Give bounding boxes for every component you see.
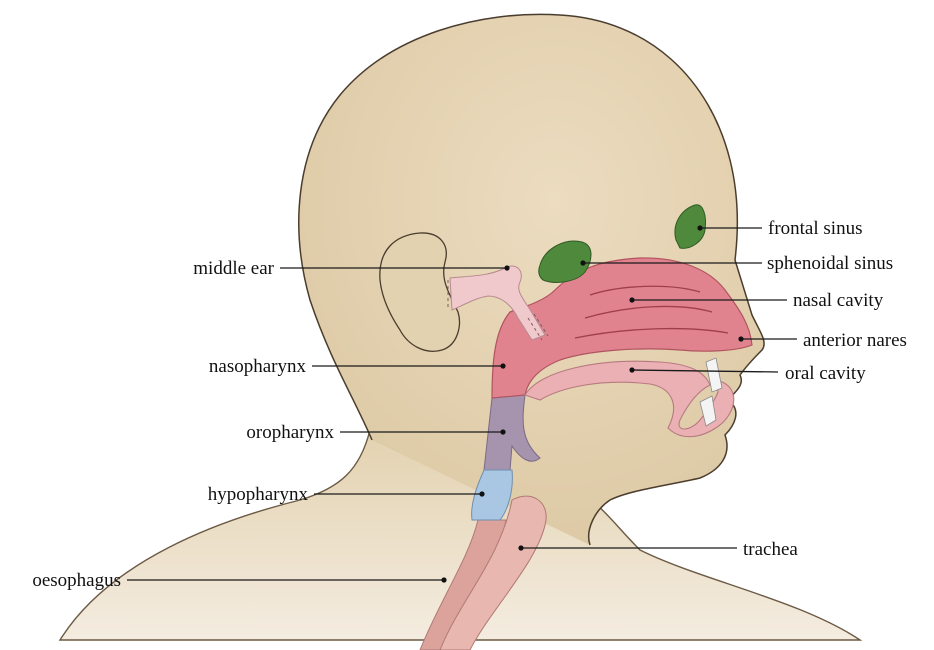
oral-cavity-dot: [629, 367, 634, 372]
nasal-cavity-dot: [629, 297, 634, 302]
trachea-label: trachea: [743, 539, 798, 560]
anterior-nares-dot: [738, 336, 743, 341]
frontal-sinus-dot: [697, 225, 702, 230]
oesophagus-dot: [441, 577, 446, 582]
oral-cavity-label: oral cavity: [785, 363, 866, 384]
nasal-cavity-label: nasal cavity: [793, 290, 884, 311]
oropharynx-label: oropharynx: [246, 422, 334, 443]
sphenoidal-sinus-dot: [580, 260, 585, 265]
middle-ear-dot: [504, 265, 509, 270]
nasopharynx-dot: [500, 363, 505, 368]
trachea-dot: [518, 545, 523, 550]
oesophagus-label: oesophagus: [32, 570, 121, 591]
nasopharynx-label: nasopharynx: [209, 356, 307, 377]
hypopharynx-dot: [479, 491, 484, 496]
hypopharynx-label: hypopharynx: [208, 484, 309, 505]
sphenoidal-sinus-label: sphenoidal sinus: [767, 253, 893, 274]
oropharynx-dot: [500, 429, 505, 434]
middle-ear-label: middle ear: [193, 258, 274, 279]
anterior-nares-label: anterior nares: [803, 330, 907, 351]
frontal-sinus-label: frontal sinus: [768, 218, 862, 239]
